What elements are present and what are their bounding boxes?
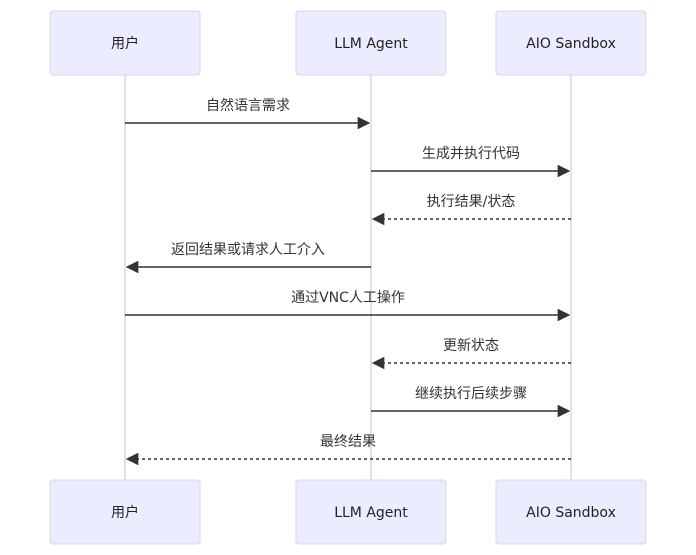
actor-user-bottom: 用户 bbox=[49, 479, 201, 545]
message-label: 继续执行后续步骤 bbox=[415, 385, 527, 402]
message-7: 继续执行后续步骤 bbox=[371, 385, 571, 418]
actor-box bbox=[295, 479, 447, 545]
message-label: 更新状态 bbox=[443, 338, 499, 354]
actor-sandbox-top: AIO Sandbox bbox=[495, 10, 647, 76]
message-label: 执行结果/状态 bbox=[427, 194, 516, 210]
actor-box bbox=[295, 10, 447, 76]
message-label: 通过VNC人工操作 bbox=[291, 290, 405, 306]
actor-agent-bottom: LLM Agent bbox=[295, 479, 447, 545]
actor-agent-top: LLM Agent bbox=[295, 10, 447, 76]
message-2: 生成并执行代码 bbox=[371, 146, 571, 178]
message-8: 最终结果 bbox=[125, 434, 571, 466]
actor-box bbox=[495, 479, 647, 545]
actor-label: AIO Sandbox bbox=[526, 36, 616, 52]
message-label: 自然语言需求 bbox=[206, 97, 290, 114]
actor-user-top: 用户 bbox=[49, 10, 201, 76]
actor-label: LLM Agent bbox=[334, 505, 408, 521]
actor-label: LLM Agent bbox=[334, 36, 408, 52]
message-3: 执行结果/状态 bbox=[371, 194, 571, 226]
actor-label: 用户 bbox=[111, 35, 139, 52]
message-1: 自然语言需求 bbox=[125, 97, 371, 130]
message-label: 最终结果 bbox=[320, 434, 376, 450]
message-label: 生成并执行代码 bbox=[422, 146, 520, 162]
actor-label: 用户 bbox=[111, 504, 139, 521]
actor-box bbox=[49, 10, 201, 76]
actor-box bbox=[495, 10, 647, 76]
message-5: 通过VNC人工操作 bbox=[125, 290, 571, 322]
actor-box bbox=[49, 479, 201, 545]
actor-label: AIO Sandbox bbox=[526, 505, 616, 521]
message-label: 返回结果或请求人工介入 bbox=[171, 242, 325, 258]
message-4: 返回结果或请求人工介入 bbox=[125, 242, 371, 274]
message-6: 更新状态 bbox=[371, 338, 571, 370]
actor-sandbox-bottom: AIO Sandbox bbox=[495, 479, 647, 545]
